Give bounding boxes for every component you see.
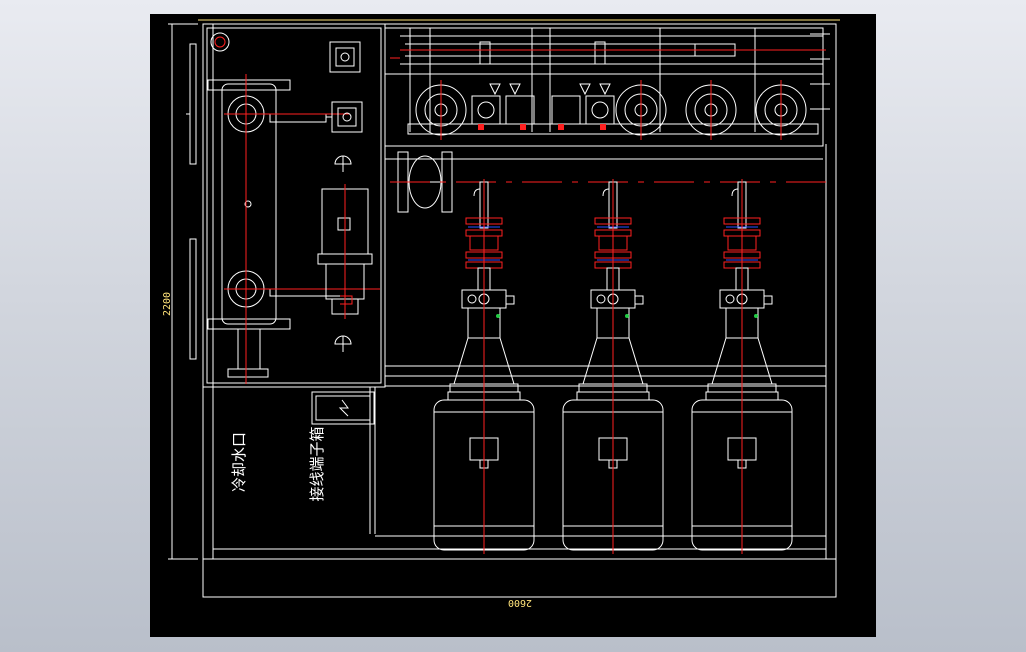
left-wall xyxy=(189,43,197,360)
main-header-pipe xyxy=(385,145,823,213)
heat-exchanger xyxy=(186,79,350,378)
top-manifold xyxy=(384,27,830,147)
height-dimension: 2200 xyxy=(162,23,198,560)
heat-exchanger-centerlines xyxy=(224,74,380,384)
hydraulic-station-drawing: 2200 2600 xyxy=(162,19,840,608)
terminal-box xyxy=(311,391,375,425)
valve-accents xyxy=(478,124,606,130)
height-dimension-text: 2200 xyxy=(162,292,173,316)
junction-boxes xyxy=(326,41,363,133)
cooling-water-inlet-label: 冷却水口 xyxy=(230,432,248,492)
control-cabinet xyxy=(202,23,386,388)
gauges xyxy=(334,155,352,352)
width-dimension-text: 2600 xyxy=(508,597,532,608)
circulation-pump xyxy=(317,184,373,319)
filters xyxy=(415,84,807,136)
width-dimension: 2600 xyxy=(203,596,836,608)
outer-frame xyxy=(202,23,837,598)
top-manifold-centerlines xyxy=(390,49,826,59)
pump-rails xyxy=(375,365,826,537)
filter-centerlines xyxy=(440,80,782,140)
terminal-box-label: 接线端子箱 xyxy=(308,426,326,501)
valve-blocks xyxy=(471,83,615,125)
cad-viewport[interactable]: 2200 2600 xyxy=(150,14,876,637)
